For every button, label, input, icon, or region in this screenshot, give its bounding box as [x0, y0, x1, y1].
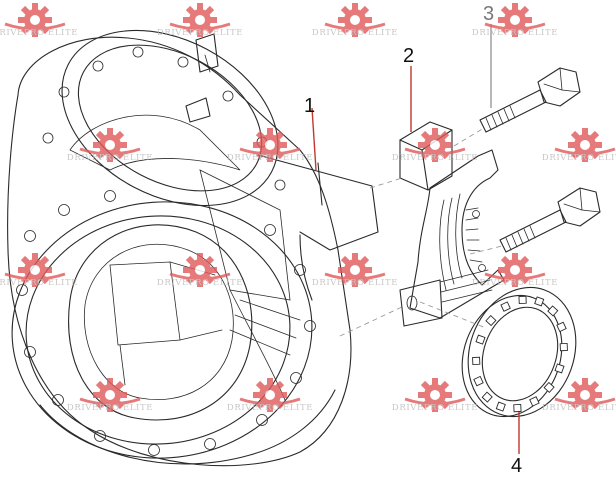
- gear-logo-icon: [554, 128, 616, 162]
- nut-lug: [500, 301, 511, 312]
- cap-bolt-lower: [499, 187, 601, 253]
- callout-number-2: 2: [403, 45, 414, 67]
- nut-lug: [543, 381, 555, 393]
- leader-line-1: [311, 107, 317, 171]
- gear-logo-icon: [404, 128, 466, 162]
- gear-logo-icon: [79, 378, 141, 412]
- gear-logo-icon: [404, 378, 466, 412]
- nut-lug: [481, 391, 493, 403]
- callout-4: 4: [511, 412, 522, 477]
- gear-logo-icon: [169, 253, 231, 287]
- assembly-guide-lines: [339, 127, 503, 337]
- watermark-tile: DRIVEPRO ELITE: [67, 128, 153, 163]
- watermark-tile: DRIVEPRO ELITE: [312, 253, 398, 288]
- nut-lug: [559, 342, 568, 352]
- callout-number-3: 3: [483, 3, 494, 25]
- nut-lug: [473, 375, 484, 387]
- watermark-text: DRIVEPRO ELITE: [472, 28, 558, 38]
- watermark-tile: DRIVEPRO ELITE: [0, 3, 78, 38]
- watermark-text: DRIVEPRO ELITE: [67, 153, 153, 163]
- nut-lug: [529, 396, 540, 407]
- front-flange-bolt-holes: [16, 190, 316, 456]
- watermark-tile: DRIVEPRO ELITE: [542, 128, 616, 163]
- callout-1: 1: [304, 95, 317, 171]
- watermark-tile: DRIVEPRO ELITE: [392, 378, 478, 413]
- cap-bolt-upper: [479, 67, 581, 133]
- callout-3: 3: [483, 3, 494, 108]
- watermark-tile: DRIVEPRO ELITE: [67, 378, 153, 413]
- nut-lug: [475, 334, 486, 345]
- watermark-text: DRIVEPRO ELITE: [227, 403, 313, 413]
- watermark-text: DRIVEPRO ELITE: [67, 403, 153, 413]
- watermark-text: DRIVEPRO ELITE: [392, 153, 478, 163]
- watermark-text: DRIVEPRO ELITE: [157, 278, 243, 288]
- watermark-tile: DRIVEPRO ELITE: [227, 378, 313, 413]
- gear-logo-icon: [239, 128, 301, 162]
- nut-lug: [556, 321, 567, 333]
- watermark-text: DRIVEPRO ELITE: [312, 278, 398, 288]
- watermark-layer: DRIVEPRO ELITE DRIVEPRO ELITE DRIVEPRO ELI…: [0, 3, 616, 413]
- gear-logo-icon: [169, 3, 231, 37]
- nut-lug: [485, 315, 497, 327]
- gear-logo-icon: [4, 3, 66, 37]
- gear-logo-icon: [484, 3, 546, 37]
- gear-logo-icon: [239, 378, 301, 412]
- adjusting-nut-lugs: [472, 295, 568, 413]
- watermark-text: DRIVEPRO ELITE: [472, 278, 558, 288]
- gear-logo-icon: [324, 253, 386, 287]
- watermark-tile: DRIVEPRO ELITE: [472, 253, 558, 288]
- watermark-tile: DRIVEPRO ELITE: [472, 3, 558, 38]
- watermark-tile: DRIVEPRO ELITE: [0, 253, 78, 288]
- nut-lug: [472, 356, 481, 366]
- nut-lug: [513, 403, 522, 413]
- callout-number-4: 4: [511, 455, 522, 477]
- cap-thread-lines: [465, 207, 483, 263]
- watermark-text: DRIVEPRO ELITE: [227, 153, 313, 163]
- rear-flange-bolt-holes: [42, 46, 286, 191]
- gear-logo-icon: [4, 253, 66, 287]
- nut-lug: [547, 305, 559, 317]
- bearing-cap: [399, 121, 505, 327]
- nut-lug: [495, 401, 506, 412]
- adjusting-nut: [461, 286, 577, 418]
- watermark-tile: DRIVEPRO ELITE: [542, 378, 616, 413]
- gear-logo-icon: [79, 128, 141, 162]
- watermark-text: DRIVEPRO ELITE: [157, 28, 243, 38]
- gear-logo-icon: [484, 253, 546, 287]
- watermark-text: DRIVEPRO ELITE: [0, 28, 78, 38]
- watermark-tile: DRIVEPRO ELITE: [157, 3, 243, 38]
- callout-number-1: 1: [304, 95, 315, 117]
- callout-2: 2: [403, 45, 414, 132]
- watermark-tile: DRIVEPRO ELITE: [312, 3, 398, 38]
- nut-lug: [518, 295, 527, 305]
- watermark-text: DRIVEPRO ELITE: [542, 403, 616, 413]
- differential-case: [7, 29, 379, 467]
- watermark-tile: DRIVEPRO ELITE: [227, 128, 313, 163]
- watermark-tile: DRIVEPRO ELITE: [157, 253, 243, 288]
- watermark-tile: DRIVEPRO ELITE: [392, 128, 478, 163]
- nut-lug: [554, 363, 565, 374]
- watermark-text: DRIVEPRO ELITE: [392, 403, 478, 413]
- watermark-text: DRIVEPRO ELITE: [312, 28, 398, 38]
- gear-logo-icon: [324, 3, 386, 37]
- watermark-text: DRIVEPRO ELITE: [0, 278, 78, 288]
- nut-lug: [534, 296, 545, 307]
- watermark-text: DRIVEPRO ELITE: [542, 153, 616, 163]
- gear-logo-icon: [554, 378, 616, 412]
